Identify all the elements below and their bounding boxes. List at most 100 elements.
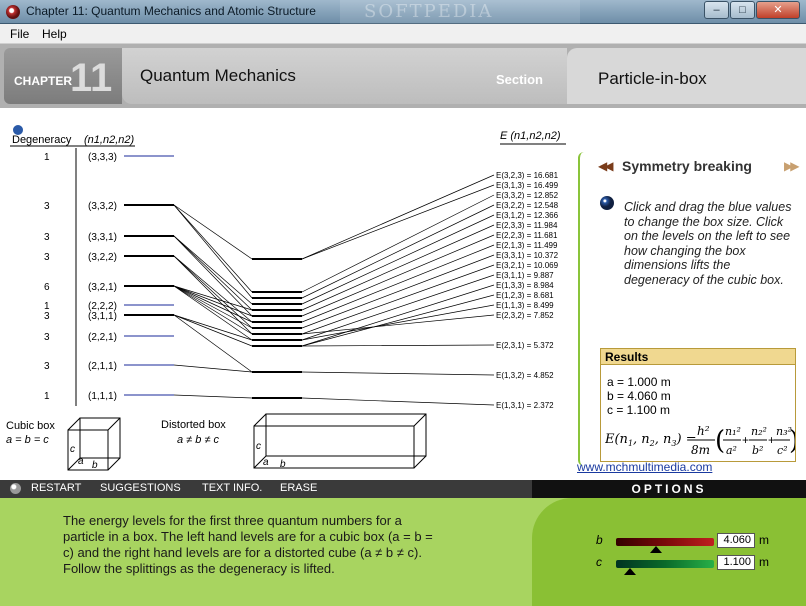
degeneracy-value: 3: [44, 201, 50, 212]
connector-line: [301, 224, 495, 311]
minimize-button[interactable]: –: [704, 1, 729, 19]
menu-bar: File Help: [0, 24, 806, 44]
menu-help[interactable]: Help: [42, 27, 67, 41]
text-info-button[interactable]: TEXT INFO.: [202, 482, 263, 494]
right-level-label: E(2,3,2) = 7.852: [496, 311, 554, 320]
connector-line: [173, 285, 253, 329]
left-level-label: (3,2,2): [88, 252, 117, 263]
right-level-label: E(3,2,1) = 10.069: [496, 261, 559, 270]
svg-text:+: +: [742, 433, 749, 447]
left-level-label: (3,3,2): [88, 201, 117, 212]
right-level-label: E(2,3,1) = 5.372: [496, 341, 554, 350]
energy-formula: E(n1, n2, n3) = h² 8m ( n₁² a² + n₂² b² …: [605, 424, 795, 457]
connector-line: [301, 174, 495, 260]
title-bar: Chapter 11: Quantum Mechanics and Atomic…: [0, 0, 806, 24]
speaker-icon[interactable]: [10, 483, 21, 494]
svg-text:a²: a²: [726, 444, 737, 457]
cubic-axis-b: b: [92, 460, 98, 471]
energy-level-diagram: Degeneracy (n1,n2,n2) E (n1,n2,n2) 1(3,3…: [6, 125, 566, 471]
speaker-icon[interactable]: [13, 125, 23, 135]
app-icon: [6, 5, 20, 19]
speaker-icon[interactable]: [600, 196, 614, 210]
connector-line: [301, 194, 495, 293]
results-box: Results a = 1.000 m b = 4.060 m c = 1.10…: [600, 348, 796, 462]
cubic-box-drawing: [67, 417, 121, 471]
result-a: a = 1.000 m: [607, 375, 671, 389]
connector-line: [173, 204, 253, 293]
degeneracy-value: 1: [44, 391, 50, 402]
main-content: Degeneracy (n1,n2,n2) E (n1,n2,n2) 1(3,3…: [0, 108, 806, 480]
left-level-label: (2,1,1): [88, 361, 117, 372]
connector-line: [301, 184, 495, 260]
b-value-field[interactable]: 4.060: [717, 533, 755, 548]
softpedia-watermark: SOFTPEDIA: [340, 0, 580, 24]
degeneracy-value: 3: [44, 311, 50, 322]
distorted-axis-b: b: [280, 459, 286, 470]
website-link[interactable]: www.mchmultimedia.com: [577, 460, 713, 474]
distorted-axis-a: a: [263, 457, 269, 468]
connector-line: [301, 234, 495, 317]
b-label: b: [596, 533, 603, 547]
right-level-label: E(3,2,3) = 16.681: [496, 171, 559, 180]
right-energy-header: E (n1,n2,n2): [500, 130, 561, 142]
c-slider-thumb[interactable]: [623, 568, 636, 575]
connector-line: [173, 314, 253, 373]
left-level-label: (3,2,1): [88, 282, 117, 293]
subtopic-block: Particle-in-box: [567, 48, 806, 104]
left-level-label: (3,3,3): [88, 152, 117, 163]
c-label: c: [596, 555, 602, 569]
svg-text:b²: b²: [752, 444, 763, 457]
right-level-label: E(2,3,3) = 11.984: [496, 221, 558, 230]
connector-line: [173, 204, 253, 260]
connector-line: [173, 285, 253, 335]
options-header: OPTIONS: [532, 480, 806, 498]
left-level-label: (3,3,1): [88, 232, 117, 243]
b-slider-thumb[interactable]: [650, 546, 663, 553]
svg-text:n₃²: n₃²: [776, 425, 792, 438]
maximize-button[interactable]: □: [730, 1, 755, 19]
degeneracy-value: 3: [44, 361, 50, 372]
connector-line: [301, 304, 495, 341]
connector-line: [301, 284, 495, 347]
symmetry-title: Symmetry breaking: [622, 158, 752, 174]
next-arrow-icon[interactable]: ▶▶: [784, 159, 800, 173]
left-level-label: (2,2,1): [88, 332, 117, 343]
symmetry-panel: ◀◀ Symmetry breaking ▶▶ Click and drag t…: [578, 146, 806, 480]
cubic-box-equation: a = b = c: [6, 434, 49, 446]
connector-line: [173, 235, 253, 311]
connector-line: [173, 204, 253, 299]
chapter-number: 11: [70, 56, 113, 100]
menu-file[interactable]: File: [10, 27, 30, 41]
connector-lines: [173, 174, 495, 406]
degeneracy-value: 3: [44, 232, 50, 243]
distorted-axis-c: c: [256, 441, 261, 452]
b-unit: m: [759, 533, 769, 547]
erase-button[interactable]: ERASE: [280, 482, 318, 494]
symmetry-description: Click and drag the blue values to change…: [624, 200, 792, 287]
connector-line: [173, 285, 253, 317]
connector-line: [301, 397, 495, 406]
connector-line: [173, 235, 253, 317]
prev-arrow-icon[interactable]: ◀◀: [598, 159, 614, 173]
close-button[interactable]: ✕: [756, 1, 800, 19]
restart-button[interactable]: RESTART: [31, 482, 82, 494]
connector-line: [173, 285, 253, 323]
svg-text:h²: h²: [697, 424, 710, 438]
header-band: CHAPTER 11 Quantum Mechanics Section Par…: [0, 44, 806, 108]
c-slider[interactable]: [616, 560, 714, 575]
cubic-axis-a: a: [78, 456, 84, 467]
c-value-field[interactable]: 1.100: [717, 555, 755, 570]
right-level-label: E(1,1,3) = 8.499: [496, 301, 554, 310]
connector-line: [173, 235, 253, 305]
connector-line: [301, 274, 495, 341]
svg-text:c²: c²: [777, 444, 788, 457]
degeneracy-value: 3: [44, 332, 50, 343]
svg-text:+: +: [768, 433, 775, 447]
left-level-label: (2,2,2): [88, 301, 117, 312]
options-panel: b 4.060 m c 1.100 m: [532, 498, 806, 606]
connector-line: [301, 244, 495, 323]
suggestions-button[interactable]: SUGGESTIONS: [100, 482, 181, 494]
connector-line: [301, 254, 495, 329]
b-slider[interactable]: [616, 538, 714, 553]
right-level-label: E(1,3,3) = 8.984: [496, 281, 554, 290]
